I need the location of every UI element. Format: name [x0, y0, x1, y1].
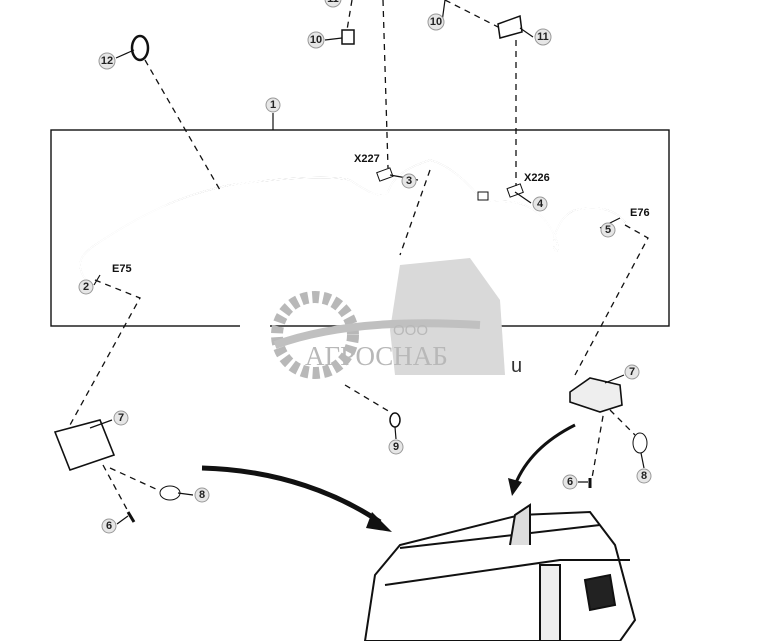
callout-11: 11	[534, 28, 552, 46]
svg-text:1: 1	[270, 99, 276, 111]
svg-text:4: 4	[537, 198, 544, 210]
callout-6: 6	[101, 518, 117, 534]
lamp-housing-left	[53, 419, 116, 472]
svg-text:6: 6	[567, 476, 573, 488]
svg-text:8: 8	[199, 489, 205, 501]
bracket-part	[497, 14, 523, 39]
callout-5: 5	[600, 222, 616, 238]
bulb-left	[159, 485, 181, 501]
grommet-part	[130, 34, 150, 62]
svg-text:10: 10	[310, 34, 322, 46]
watermark-stray: u	[511, 355, 522, 377]
svg-text:6: 6	[106, 520, 112, 532]
svg-text:3: 3	[406, 175, 412, 187]
connector-x227: X227	[354, 153, 380, 165]
callout-8: 8	[194, 487, 210, 503]
svg-text:7: 7	[629, 366, 635, 378]
watermark-name: АГРОСНАБ	[305, 341, 448, 371]
callout-9: 9	[388, 439, 404, 455]
callout-4: 4	[532, 196, 548, 212]
cab-illustration	[363, 503, 637, 641]
callout-2: 2	[78, 279, 94, 295]
svg-text:2: 2	[83, 281, 89, 293]
connector-e76: E76	[630, 207, 650, 219]
svg-text:10: 10	[430, 16, 442, 28]
callout-8: 8	[636, 468, 652, 484]
callout-1: 1	[265, 97, 281, 113]
svg-text:8: 8	[641, 470, 647, 482]
wiring-harness	[79, 159, 626, 281]
callout-6: 6	[562, 474, 578, 490]
callout-11: 11	[324, 0, 342, 8]
arrow-left	[201, 465, 382, 525]
connector-x226: X226	[524, 172, 550, 184]
clip-part	[341, 29, 355, 45]
watermark-logo: ООО АГРОСНАБ u	[271, 258, 522, 379]
callout-7: 7	[113, 410, 129, 426]
callout-7: 7	[624, 364, 640, 380]
callout-12: 12	[98, 52, 116, 70]
callout-3: 3	[401, 173, 417, 189]
svg-text:9: 9	[393, 441, 399, 453]
callout-10: 10	[427, 13, 445, 31]
callout-10: 10	[307, 31, 325, 49]
arrow-right	[513, 423, 576, 486]
svg-text:7: 7	[118, 412, 124, 424]
connector-e75: E75	[112, 263, 132, 275]
watermark-prefix: ООО	[393, 322, 428, 339]
svg-text:11: 11	[537, 31, 549, 43]
svg-text:12: 12	[101, 55, 113, 67]
svg-text:11: 11	[327, 0, 339, 5]
fastener-part	[389, 412, 401, 428]
lamp-housing-right	[569, 377, 623, 413]
bulb-right	[632, 432, 648, 454]
svg-text:5: 5	[605, 224, 611, 236]
